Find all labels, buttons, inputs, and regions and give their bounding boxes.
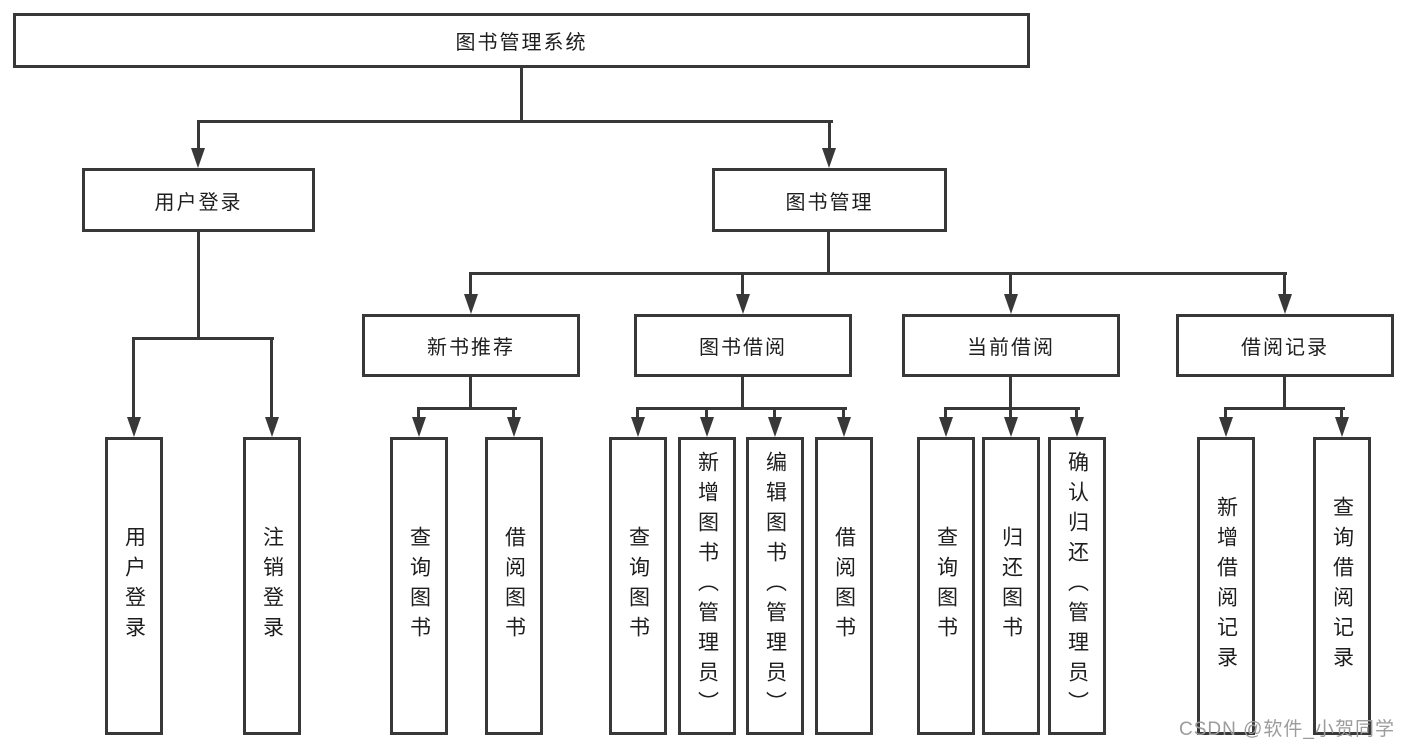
connector-line bbox=[1009, 272, 1012, 296]
connector-line bbox=[1283, 377, 1286, 407]
node-borrowing-records: 借阅记录 bbox=[1176, 314, 1394, 377]
connector-line bbox=[417, 407, 420, 421]
leaf-add-books-admin: 新增图书（管理员） bbox=[678, 437, 736, 735]
connector-line bbox=[705, 407, 708, 421]
leaf-user-login: 用户登录 bbox=[105, 437, 163, 735]
node-current-borrowing: 当前借阅 bbox=[902, 314, 1120, 377]
node-book-management: 图书管理 bbox=[712, 168, 947, 232]
connector-line bbox=[132, 337, 135, 419]
leaf-label: 归还图书 bbox=[999, 526, 1023, 646]
leaf-label: 用户登录 bbox=[122, 526, 146, 646]
connector-line bbox=[944, 407, 947, 421]
connector-line bbox=[197, 120, 833, 123]
arrowhead-down-icon bbox=[939, 417, 953, 437]
connector-line bbox=[270, 337, 273, 419]
node-user-login: 用户登录 bbox=[82, 168, 315, 232]
connector-line bbox=[1009, 377, 1012, 407]
leaf-query-books-borrowing: 查询图书 bbox=[609, 437, 667, 735]
arrowhead-down-icon bbox=[507, 417, 521, 437]
arrowhead-down-icon bbox=[837, 417, 851, 437]
arrowhead-down-icon bbox=[700, 417, 714, 437]
connector-line bbox=[773, 407, 776, 421]
leaf-label: 查询图书 bbox=[934, 526, 958, 646]
connector-line bbox=[512, 407, 515, 421]
leaf-query-borrow-record: 查询借阅记录 bbox=[1313, 437, 1371, 735]
leaf-borrow-books-recommend: 借阅图书 bbox=[485, 437, 543, 735]
leaf-logout: 注销登录 bbox=[243, 437, 301, 735]
connector-line bbox=[1283, 272, 1286, 296]
connector-line bbox=[1009, 407, 1012, 421]
leaf-return-books: 归还图书 bbox=[982, 437, 1040, 735]
arrowhead-down-icon bbox=[464, 294, 478, 314]
connector-line bbox=[469, 377, 472, 407]
arrowhead-down-icon bbox=[412, 417, 426, 437]
leaf-label: 新增图书（管理员） bbox=[695, 451, 719, 721]
arrowhead-down-icon bbox=[191, 148, 205, 168]
arrowhead-down-icon bbox=[1004, 294, 1018, 314]
leaf-label: 新增借阅记录 bbox=[1214, 496, 1238, 676]
node-library-management-system: 图书管理系统 bbox=[13, 13, 1030, 68]
connector-line bbox=[132, 337, 274, 340]
connector-line bbox=[417, 407, 517, 410]
connector-line bbox=[636, 407, 847, 410]
leaf-label: 确认归还（管理员） bbox=[1065, 451, 1089, 721]
connector-line bbox=[944, 407, 1080, 410]
arrowhead-down-icon bbox=[127, 417, 141, 437]
connector-line bbox=[1224, 407, 1345, 410]
connector-line bbox=[469, 272, 1287, 275]
leaf-label: 查询图书 bbox=[626, 526, 650, 646]
connector-line bbox=[1340, 407, 1343, 421]
leaf-edit-books-admin: 编辑图书（管理员） bbox=[746, 437, 804, 735]
connector-line bbox=[1075, 407, 1078, 421]
arrowhead-down-icon bbox=[768, 417, 782, 437]
leaf-label: 借阅图书 bbox=[832, 526, 856, 646]
node-book-borrowing: 图书借阅 bbox=[634, 314, 852, 377]
arrowhead-down-icon bbox=[822, 148, 836, 168]
leaf-label: 借阅图书 bbox=[502, 526, 526, 646]
connector-line bbox=[636, 407, 639, 421]
connector-line bbox=[197, 120, 200, 150]
leaf-label: 编辑图书（管理员） bbox=[763, 451, 787, 721]
connector-line bbox=[520, 68, 523, 120]
arrowhead-down-icon bbox=[1278, 294, 1292, 314]
leaf-label: 查询借阅记录 bbox=[1330, 496, 1354, 676]
connector-line bbox=[197, 232, 200, 337]
connector-line bbox=[1224, 407, 1227, 421]
arrowhead-down-icon bbox=[631, 417, 645, 437]
arrowhead-down-icon bbox=[1004, 417, 1018, 437]
leaf-confirm-return-admin: 确认归还（管理员） bbox=[1048, 437, 1106, 735]
connector-line bbox=[741, 377, 744, 407]
leaf-query-books-recommend: 查询图书 bbox=[390, 437, 448, 735]
leaf-add-borrow-record: 新增借阅记录 bbox=[1197, 437, 1255, 735]
connector-line bbox=[741, 272, 744, 296]
arrowhead-down-icon bbox=[736, 294, 750, 314]
node-new-book-recommend: 新书推荐 bbox=[362, 314, 580, 377]
connector-line bbox=[842, 407, 845, 421]
leaf-borrow-books-borrowing: 借阅图书 bbox=[815, 437, 873, 735]
connector-line bbox=[469, 272, 472, 296]
arrowhead-down-icon bbox=[265, 417, 279, 437]
arrowhead-down-icon bbox=[1070, 417, 1084, 437]
arrowhead-down-icon bbox=[1219, 417, 1233, 437]
connector-line bbox=[828, 120, 831, 150]
leaf-label: 注销登录 bbox=[260, 526, 284, 646]
csdn-watermark: CSDN @软件_小贺同学 bbox=[1179, 719, 1395, 740]
leaf-query-books-current: 查询图书 bbox=[917, 437, 975, 735]
connector-line bbox=[827, 232, 830, 272]
leaf-label: 查询图书 bbox=[407, 526, 431, 646]
arrowhead-down-icon bbox=[1335, 417, 1349, 437]
